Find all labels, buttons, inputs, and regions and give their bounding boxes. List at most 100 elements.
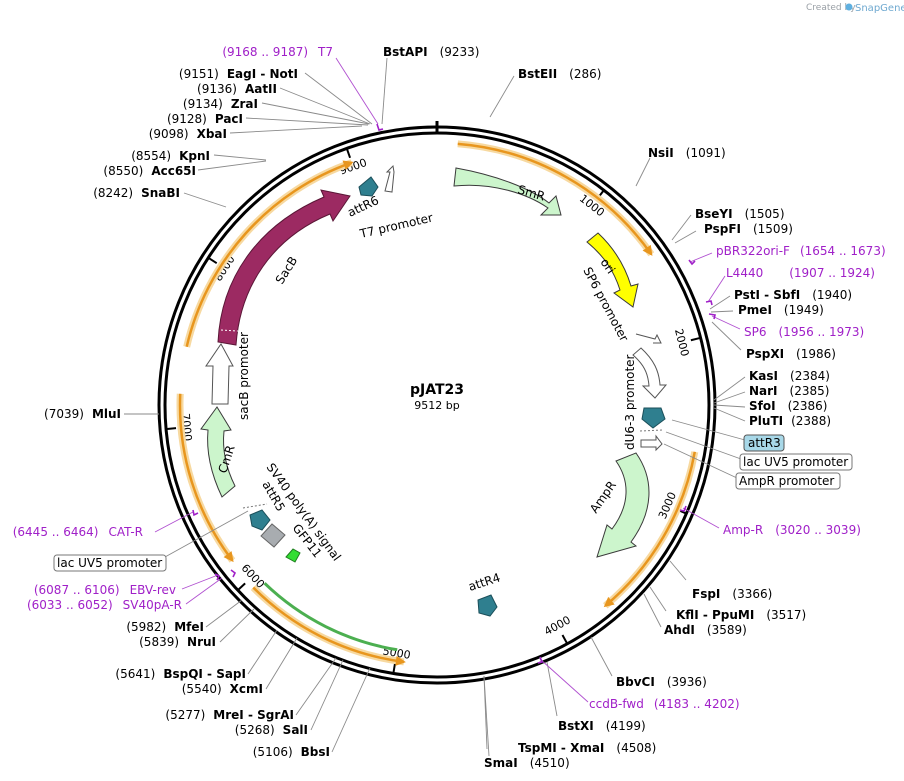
enzyme-pluti[interactable]: PluTI(2388) <box>749 414 831 428</box>
feature-t7-promoter[interactable] <box>384 164 395 193</box>
enzyme-xcmi[interactable]: (5540)XcmI <box>182 682 263 696</box>
feature-arc[interactable] <box>185 161 353 348</box>
enzyme-kpni[interactable]: (8554)KpnI <box>131 149 210 163</box>
enzyme-kasi[interactable]: KasI(2384) <box>749 369 830 383</box>
enzyme-nari[interactable]: NarI(2385) <box>749 384 829 398</box>
enzyme-tspmi[interactable]: TspMI - XmaI(4508) <box>518 741 656 755</box>
feature-sv40-polya[interactable] <box>260 523 286 548</box>
enzyme-pspfi[interactable]: PspFI(1509) <box>704 222 793 236</box>
leader-eagi <box>304 72 373 125</box>
primer-catr[interactable]: (6445 .. 6464)CAT-R <box>13 525 143 539</box>
enzyme-mfei[interactable]: (5982)MfeI <box>126 620 204 634</box>
feature-sacb-promoter[interactable] <box>205 343 234 405</box>
primer-mark-ampr <box>679 505 687 512</box>
enzyme-mrei[interactable]: (5277)MreI - SgrAI <box>165 708 294 722</box>
enzyme-sfoi[interactable]: SfoI(2386) <box>749 399 827 413</box>
enzyme-aatii[interactable]: (9136)AatII <box>197 82 277 96</box>
enzyme-eagi[interactable]: (9151)EagI - NotI <box>179 67 298 81</box>
scale-tick-label: 2000 <box>672 327 692 357</box>
label-attr6: attR6 <box>345 193 381 220</box>
primer-sv40par[interactable]: (6033 .. 6052)SV40pA-R <box>27 598 182 612</box>
primer-ccdb[interactable]: ccdB-fwd(4183 .. 4202) <box>589 697 740 711</box>
enzyme-smai[interactable]: SmaI(4510) <box>484 756 570 770</box>
enzyme-bstapi[interactable]: BstAPI (9233) <box>383 45 479 59</box>
feature-arc[interactable] <box>252 586 405 664</box>
enzyme-bbvci[interactable]: BbvCI(3936) <box>616 675 707 689</box>
enzyme-zrai[interactable]: (9134)ZraI <box>183 97 258 111</box>
enzyme-pos: (1986) <box>796 347 836 361</box>
scale-tick <box>561 634 568 644</box>
feature-attr4[interactable] <box>477 594 498 617</box>
enzyme-pos: (9098) <box>149 127 189 141</box>
feature-attr3[interactable] <box>641 407 666 429</box>
primer-t7[interactable]: (9168 .. 9187)T7 <box>222 45 333 59</box>
enzyme-bspqi[interactable]: (5641)BspQI - SapI <box>115 667 246 681</box>
leader-xcmi <box>265 637 298 690</box>
enzyme-mlui[interactable]: (7039)MluI <box>44 407 121 421</box>
leader-l4440 <box>707 275 726 303</box>
enzyme-paci[interactable]: (9128)PacI <box>167 112 243 126</box>
primer-pbr322ori[interactable]: pBR322ori-F(1654 .. 1673) <box>716 244 886 258</box>
feature-gfp11[interactable] <box>285 548 301 563</box>
plasmid-name: pJAT23 <box>410 382 464 398</box>
primer-ampr[interactable]: Amp-R(3020 .. 3039) <box>723 523 861 537</box>
feature-ampr[interactable] <box>596 452 650 558</box>
feature-smr[interactable] <box>453 167 562 216</box>
enzyme-nsii[interactable]: NsiI(1091) <box>648 146 726 160</box>
enzyme-pspxi[interactable]: PspXI(1986) <box>746 347 836 361</box>
feature-lacuv5-right[interactable] <box>640 434 663 452</box>
feature-cmr[interactable] <box>200 406 236 498</box>
enzyme-pos: (5106) <box>253 745 293 759</box>
primer-range: (6087 .. 6106) <box>34 583 120 597</box>
lacuv5-right-box[interactable] <box>739 453 853 471</box>
enzyme-bseyi[interactable]: BseYI(1505) <box>695 207 785 221</box>
enzyme-fspi[interactable]: FspI(3366) <box>692 587 772 601</box>
primer-mark-ebv <box>214 573 221 581</box>
enzyme-bsteii[interactable]: BstEII(286) <box>518 67 601 81</box>
feature-attr6[interactable] <box>358 176 379 197</box>
feature-sp6-promoter[interactable] <box>635 333 662 344</box>
enzyme-sali[interactable]: (5268)SalI <box>235 723 308 737</box>
leader-xbai <box>229 125 363 134</box>
leader-bstxi <box>546 661 558 717</box>
enzyme-kfli[interactable]: KflI - PpuMI(3517) <box>676 608 806 622</box>
enzyme-bstxi[interactable]: BstXI(4199) <box>558 719 646 733</box>
feature-du6-3-promoter[interactable] <box>632 347 668 399</box>
primer-l4440[interactable]: L4440(1907 .. 1924) <box>726 266 875 280</box>
leader-kpni <box>213 154 267 161</box>
label-sacb: SacB <box>273 254 301 287</box>
feature-sacb[interactable] <box>217 189 351 346</box>
feature-attr5[interactable] <box>249 509 271 531</box>
feature-ori[interactable] <box>586 232 639 308</box>
enzyme-pos: (9233) <box>440 45 480 59</box>
feature-arc[interactable] <box>457 142 653 255</box>
primer-name: CAT-R <box>108 525 143 539</box>
leader-fspi <box>669 560 687 581</box>
enzyme-pos: (9128) <box>167 112 207 126</box>
label-attr3: attR3 <box>748 436 781 450</box>
gfp11-arc[interactable] <box>263 582 398 652</box>
enzyme-snabi[interactable]: (8242)SnaBI <box>93 186 180 200</box>
attr3-box[interactable] <box>743 434 785 452</box>
boxed-labels: attR3 lac UV5 promoter AmpR promoter lac… <box>53 434 853 572</box>
leader-zrai <box>261 102 370 125</box>
feature-arc[interactable] <box>178 393 234 562</box>
enzyme-nrui[interactable]: (5839)NruI <box>139 635 216 649</box>
enzyme-acc65i[interactable]: (8550)Acc65I <box>103 164 196 178</box>
primer-ebvrev[interactable]: (6087 .. 6106)EBV-rev <box>34 583 176 597</box>
feature-arc[interactable] <box>604 451 697 607</box>
leader-t7 <box>335 57 379 125</box>
leader-pmei <box>710 310 734 313</box>
lacuv5-left-box[interactable] <box>53 554 167 572</box>
enzyme-ahdi[interactable]: AhdI(3589) <box>664 623 747 637</box>
primer-sp6[interactable]: SP6(1956 .. 1973) <box>744 325 864 339</box>
enzyme-xbai[interactable]: (9098)XbaI <box>149 127 227 141</box>
primer-range: (1654 .. 1673) <box>800 244 886 258</box>
feature-arcs <box>176 140 699 666</box>
ampr-promoter-box[interactable] <box>735 472 841 490</box>
enzyme-pmei[interactable]: PmeI(1949) <box>738 303 824 317</box>
enzyme-psti[interactable]: PstI - SbfI(1940) <box>734 288 852 302</box>
enzyme-name: BstAPI <box>383 45 428 59</box>
enzyme-bbsi[interactable]: (5106)BbsI <box>253 745 330 759</box>
